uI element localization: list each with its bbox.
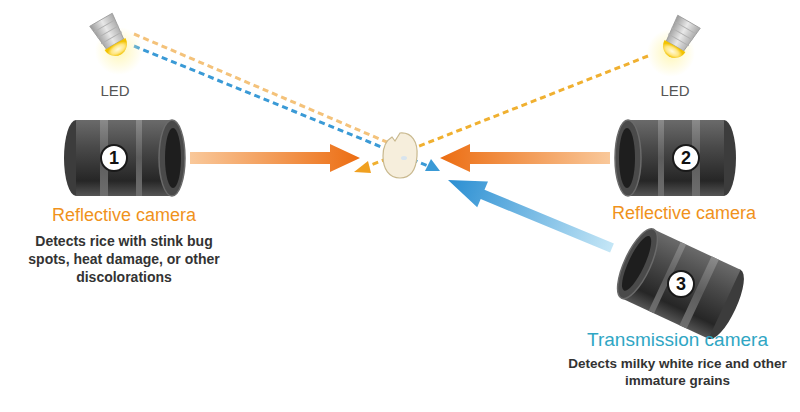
view-arrow xyxy=(190,144,360,172)
view-arrow xyxy=(440,144,610,172)
camera-title: Reflective camera xyxy=(14,204,234,226)
camera-symbol xyxy=(612,118,740,202)
camera-lens-rim xyxy=(615,120,641,196)
camera-title: Reflective camera xyxy=(576,202,792,224)
camera-lens xyxy=(165,128,181,188)
led-node: LED xyxy=(630,8,720,103)
camera-lens-rim xyxy=(159,120,185,196)
ray-arrowhead xyxy=(425,159,440,171)
callout-number: 3 xyxy=(668,271,694,297)
led-label: LED xyxy=(70,82,160,100)
rice-grain xyxy=(383,133,417,178)
camera-description: Detects rice with stink bug spots, heat … xyxy=(14,232,234,286)
camera-node: 2Reflective camera xyxy=(612,118,740,202)
callout-number: 1 xyxy=(101,145,127,171)
camera-body xyxy=(76,120,172,196)
camera-node: 1Reflective cameraDetects rice with stin… xyxy=(60,118,188,202)
ray-arrowhead xyxy=(354,161,371,173)
camera-lens xyxy=(619,128,635,188)
grain-spot xyxy=(401,156,407,160)
camera-node: 3Transmission cameraDetects milky white … xyxy=(615,234,745,334)
callout-circle xyxy=(101,145,127,171)
led-glow xyxy=(659,40,686,62)
camera-body xyxy=(628,120,724,196)
led-label: LED xyxy=(630,82,720,100)
camera-lens xyxy=(617,233,657,294)
camera-symbol xyxy=(60,118,188,202)
view-arrow xyxy=(448,180,614,253)
camera-lens-rim xyxy=(610,224,666,304)
led-node: LED xyxy=(70,8,160,103)
camera-band xyxy=(136,120,142,196)
callout-circle xyxy=(673,145,699,171)
callout-number: 2 xyxy=(673,145,699,171)
camera-description: Detects milky white rice and other immat… xyxy=(560,355,795,389)
led-glow xyxy=(105,38,132,60)
callout-circle xyxy=(668,271,694,297)
camera-band xyxy=(658,120,664,196)
camera-title: Transmission camera xyxy=(560,328,795,351)
